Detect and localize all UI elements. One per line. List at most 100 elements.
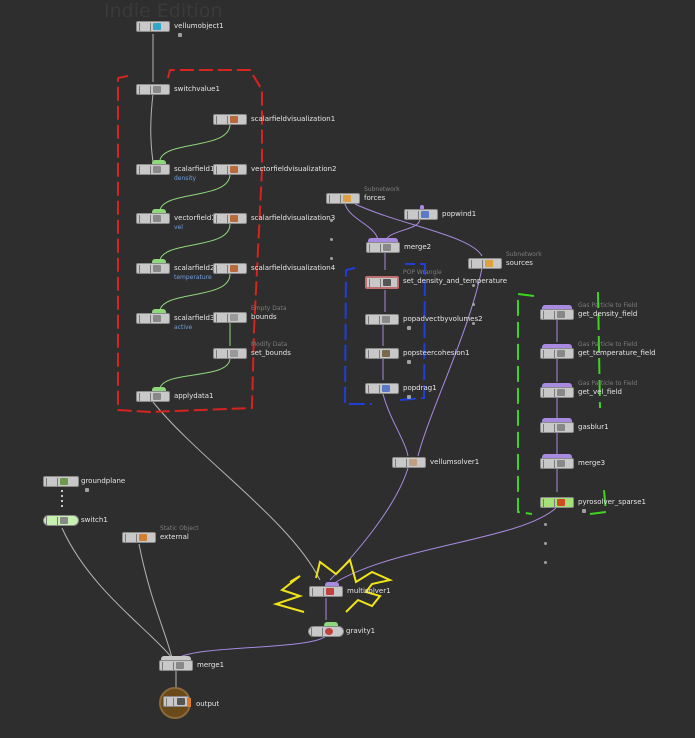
node-body[interactable] [136, 21, 170, 32]
node-body[interactable] [540, 387, 574, 398]
flags-icon[interactable] [139, 393, 151, 401]
flags-icon[interactable] [46, 517, 58, 525]
node-body[interactable] [159, 660, 193, 671]
node-body[interactable] [43, 515, 79, 526]
node-body[interactable] [136, 263, 170, 274]
node-body[interactable] [136, 391, 170, 402]
node-label[interactable]: get_temperature_field [578, 349, 656, 357]
node-body[interactable] [540, 309, 574, 320]
node-label[interactable]: merge2 [404, 243, 432, 251]
flags-icon[interactable] [216, 265, 228, 273]
flags-icon[interactable] [395, 459, 407, 467]
flags-icon[interactable] [543, 311, 555, 319]
node-label[interactable]: groundplane [81, 477, 126, 485]
node-label[interactable]: vellumobject1 [174, 22, 224, 30]
flags-icon[interactable] [369, 279, 381, 287]
node-label[interactable]: vectorfield1 [174, 214, 216, 222]
flags-icon[interactable] [329, 195, 341, 203]
input-port[interactable] [152, 387, 166, 391]
flags-icon[interactable] [216, 314, 228, 322]
node-body[interactable] [365, 348, 399, 359]
node-body[interactable] [136, 213, 170, 224]
flags-icon[interactable] [139, 215, 151, 223]
node-label[interactable]: external [160, 533, 189, 541]
node-body[interactable] [136, 164, 170, 175]
node-label[interactable]: gravity1 [346, 627, 376, 635]
node-body[interactable] [540, 348, 574, 359]
flags-icon[interactable] [471, 260, 483, 268]
node-label[interactable]: output [196, 700, 220, 708]
flags-icon[interactable] [139, 265, 151, 273]
node-label[interactable]: popsteercohesion1 [403, 349, 470, 357]
input-port[interactable] [542, 418, 572, 422]
node-label[interactable]: get_density_field [578, 310, 638, 318]
input-port[interactable] [542, 383, 572, 387]
node-label[interactable]: switch1 [81, 516, 108, 524]
node-body[interactable] [365, 383, 399, 394]
node-body[interactable] [213, 213, 247, 224]
node-label[interactable]: scalarfieldvisualization3 [251, 214, 336, 222]
flags-icon[interactable] [311, 628, 323, 636]
flags-icon[interactable] [139, 86, 151, 94]
node-label[interactable]: scalarfieldvisualization4 [251, 264, 336, 272]
node-body[interactable] [308, 626, 344, 637]
flags-icon[interactable] [216, 350, 228, 358]
node-body[interactable] [540, 497, 574, 508]
input-port[interactable] [152, 209, 166, 213]
node-body[interactable] [213, 312, 247, 323]
node-label[interactable]: set_bounds [251, 349, 291, 357]
node-label[interactable]: popadvectbyvolumes2 [403, 315, 483, 323]
flags-icon[interactable] [139, 315, 151, 323]
flags-icon[interactable] [125, 534, 137, 542]
node-body[interactable] [326, 193, 360, 204]
flags-icon[interactable] [312, 588, 324, 596]
input-port[interactable] [152, 160, 166, 164]
flags-icon[interactable] [139, 23, 151, 31]
node-body[interactable] [366, 242, 400, 253]
flags-icon[interactable] [407, 211, 419, 219]
node-body[interactable] [309, 586, 343, 597]
input-port[interactable] [542, 305, 572, 309]
node-body[interactable] [43, 476, 79, 487]
flags-icon[interactable] [216, 166, 228, 174]
flags-icon[interactable] [368, 316, 380, 324]
node-label[interactable]: multisolver1 [347, 587, 391, 595]
node-label[interactable]: set_density_and_temperature [403, 277, 508, 285]
flags-icon[interactable] [216, 215, 228, 223]
flags-icon[interactable] [166, 698, 174, 706]
node-body[interactable] [365, 276, 399, 289]
node-label[interactable]: gasblur1 [578, 423, 609, 431]
node-body[interactable] [468, 258, 502, 269]
node-body[interactable] [213, 164, 247, 175]
node-label[interactable]: get_vel_field [578, 388, 622, 396]
flags-icon[interactable] [216, 116, 228, 124]
flags-icon[interactable] [368, 350, 380, 358]
node-label[interactable]: sources [506, 259, 533, 267]
input-port[interactable] [152, 259, 166, 263]
node-body[interactable] [213, 263, 247, 274]
node-body[interactable] [365, 314, 399, 325]
node-body[interactable] [213, 114, 247, 125]
input-port[interactable] [420, 205, 424, 209]
node-body[interactable] [136, 84, 170, 95]
flags-icon[interactable] [46, 478, 58, 486]
node-body[interactable] [392, 457, 426, 468]
input-port[interactable] [542, 344, 572, 348]
node-label[interactable]: applydata1 [174, 392, 214, 400]
node-label[interactable]: switchvalue1 [174, 85, 220, 93]
flags-icon[interactable] [543, 424, 555, 432]
flags-icon[interactable] [543, 389, 555, 397]
node-body[interactable] [163, 696, 189, 707]
node-label[interactable]: scalarfield3 [174, 314, 215, 322]
node-label[interactable]: scalarfield1 [174, 165, 215, 173]
node-label[interactable]: bounds [251, 313, 277, 321]
node-label[interactable]: merge3 [578, 459, 606, 467]
node-label[interactable]: popdrag1 [403, 384, 437, 392]
node-label[interactable]: vectorfieldvisualization2 [251, 165, 337, 173]
input-port[interactable] [368, 238, 398, 242]
flags-icon[interactable] [139, 166, 151, 174]
node-body[interactable] [404, 209, 438, 220]
node-label[interactable]: popwind1 [442, 210, 477, 218]
flags-icon[interactable] [543, 499, 555, 507]
